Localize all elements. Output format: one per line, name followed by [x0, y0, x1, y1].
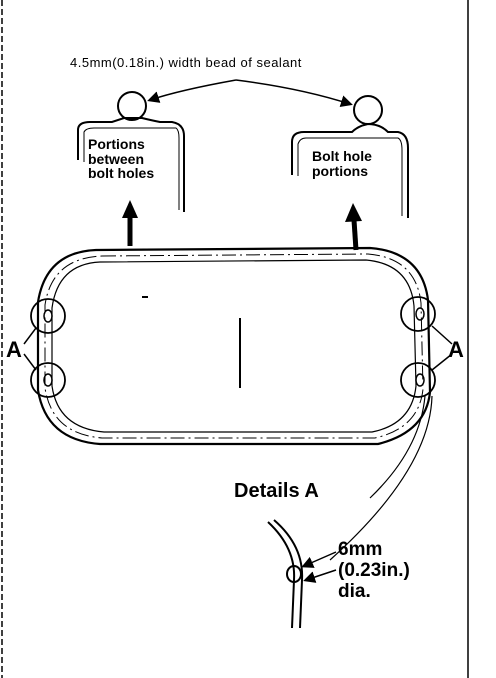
detail-a-bolt-hole [286, 565, 302, 583]
leader-a-left-top [23, 327, 37, 345]
gasket-inner [51, 259, 417, 433]
details-leader-1 [369, 395, 426, 499]
detail-a-label-left: A [6, 337, 22, 362]
bolt-hole-left-bottom [43, 373, 53, 387]
gasket-outer [36, 246, 432, 446]
detail-a-flange-inner [273, 519, 304, 629]
bead-section-right [353, 95, 383, 125]
bolt-hole-right-top [415, 307, 425, 321]
details-a-title: Details A [234, 480, 319, 502]
sealant-arrow-right [235, 79, 353, 107]
bolt-hole-left-top [43, 309, 53, 323]
detail-a-flange-outer [267, 521, 296, 629]
section-profile-left-inner [83, 127, 180, 210]
section-profile-right [291, 122, 409, 218]
bolt-hole-portions-label: Bolt hole portions [312, 148, 372, 179]
up-arrow-left-head [122, 200, 138, 218]
section-profile-left [77, 117, 185, 212]
up-arrow-right-shaft [351, 219, 359, 251]
dia-arrow-top [301, 551, 337, 568]
bolt-hole-right-bottom [415, 373, 425, 387]
section-profile-right-inner [297, 137, 403, 216]
sealant-bead-label: 4.5mm(0.18in.) width bead of sealant [70, 55, 302, 70]
leader-a-left-bottom [23, 353, 37, 371]
hole-diameter-label: 6mm (0.23in.) dia. [338, 539, 410, 602]
bead-section-left [117, 91, 147, 121]
portions-between-bolt-holes-label: Portions between bolt holes [88, 136, 155, 182]
detail-circle-right-top [400, 296, 436, 332]
dia-arrow-bottom [303, 569, 337, 583]
detail-a-label-right: A [448, 337, 464, 362]
detail-circle-left-bottom [30, 362, 66, 398]
up-arrow-right-head [345, 203, 362, 222]
sealant-arrow [147, 79, 237, 103]
detail-circle-right-bottom [400, 362, 436, 398]
leader-a-right-top [431, 325, 453, 345]
leader-a-right-bottom [431, 353, 453, 371]
sealant-bead [44, 253, 424, 439]
detail-circle-left-top [30, 298, 66, 334]
details-leader-2 [329, 395, 433, 561]
